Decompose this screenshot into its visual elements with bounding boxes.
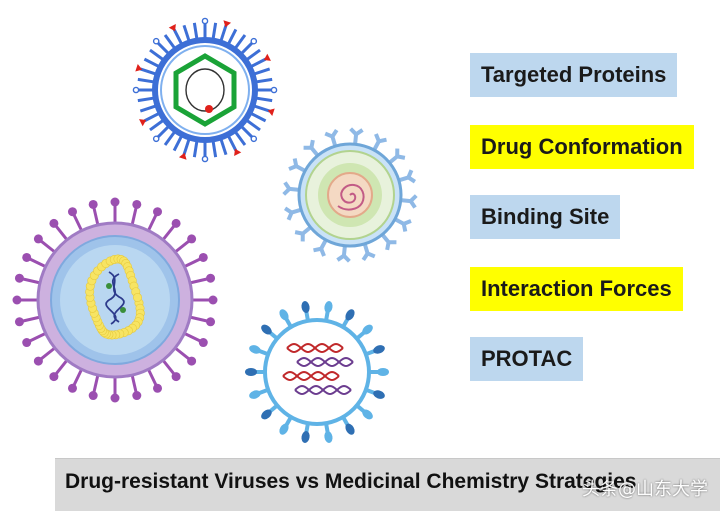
- purple-virus-icon: [12, 197, 218, 403]
- label-drug-conformation: Drug Conformation: [470, 125, 694, 169]
- label-binding-site: Binding Site: [470, 195, 621, 239]
- label-targeted-proteins: Targeted Proteins: [470, 53, 678, 97]
- footer-bar: Drug-resistant Viruses vs Medicinal Chem…: [55, 458, 720, 511]
- spiral-core-virus-icon: [282, 127, 418, 263]
- label-protac: PROTAC: [470, 337, 584, 381]
- yellow-genome-ring: [85, 254, 145, 340]
- watermark: 头条@山东大学: [582, 479, 708, 500]
- hexagon-virus-icon: [132, 17, 278, 163]
- hexagon-capsid: [173, 53, 237, 127]
- helix-virus-icon: [245, 301, 389, 443]
- double-helix-group: [282, 342, 354, 396]
- label-interaction-forces: Interaction Forces: [470, 267, 683, 311]
- spiral-genome: [337, 183, 365, 211]
- footer-title: Drug-resistant Viruses vs Medicinal Chem…: [65, 470, 637, 493]
